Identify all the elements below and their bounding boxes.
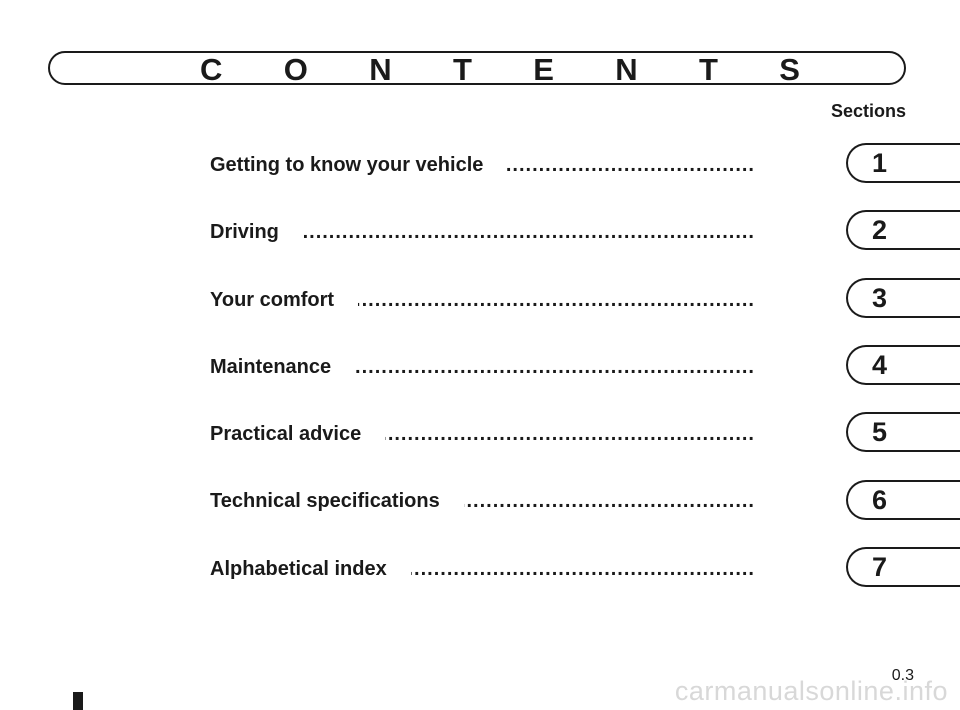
toc-entry-label: Driving — [210, 221, 279, 244]
title-letter: E — [533, 52, 554, 87]
section-tab-number: 7 — [872, 552, 888, 582]
toc-list: Getting to know your vehicle ...........… — [210, 152, 755, 623]
toc-entry-label: Maintenance — [210, 355, 332, 378]
toc-entry-maintenance[interactable]: Maintenance ............................… — [210, 354, 755, 421]
section-tab-number: 2 — [872, 215, 888, 245]
section-tab-number: 6 — [872, 485, 888, 515]
toc-entry-alphabetical-index[interactable]: Alphabetical index .....................… — [210, 556, 755, 623]
contents-title-bar — [48, 51, 906, 85]
title-letter: O — [283, 52, 308, 87]
section-tab-1[interactable]: 1 — [846, 143, 960, 183]
section-tab-4[interactable]: 4 — [846, 345, 960, 385]
section-tab-number: 3 — [872, 283, 888, 313]
section-tab-2[interactable]: 2 — [846, 210, 960, 250]
title-letter: N — [369, 52, 392, 87]
section-tab-7[interactable]: 7 — [846, 547, 960, 587]
toc-entry-label: Technical specifications — [210, 490, 440, 513]
page-number: 0.3 — [891, 667, 914, 684]
toc-entry-label: Practical advice — [210, 423, 362, 446]
toc-entry-label: Your comfort — [210, 288, 335, 311]
toc-leader-dots: ........................................… — [507, 154, 755, 176]
watermark: carmanualsonline.info — [674, 676, 948, 706]
toc-leader-dots: ........................................… — [355, 355, 755, 378]
contents-title: C O N T E N T S — [200, 52, 800, 88]
section-tab-6[interactable]: 6 — [846, 480, 960, 520]
section-tab-3[interactable]: 3 — [846, 278, 960, 318]
toc-entry-getting-to-know[interactable]: Getting to know your vehicle ...........… — [210, 152, 755, 219]
title-letter: S — [779, 52, 800, 87]
toc-leader-dots: ........................................… — [358, 288, 755, 311]
toc-leader-dots: ........................................… — [411, 557, 755, 580]
toc-leader-dots: ........................................… — [302, 221, 755, 244]
toc-leader-dots: ........................................… — [464, 490, 755, 513]
toc-entry-driving[interactable]: Driving ................................… — [210, 219, 755, 286]
sections-label: Sections — [830, 101, 906, 121]
toc-entry-practical-advice[interactable]: Practical advice .......................… — [210, 421, 755, 488]
title-letter: T — [452, 52, 472, 87]
title-letter: T — [698, 52, 718, 87]
toc-entry-label: Getting to know your vehicle — [210, 154, 484, 176]
title-letter: N — [615, 52, 638, 87]
toc-leader-dots: ........................................… — [385, 423, 755, 446]
section-tab-number: 4 — [872, 350, 888, 380]
title-letter: C — [200, 52, 223, 87]
toc-entry-your-comfort[interactable]: Your comfort ...........................… — [210, 287, 755, 354]
section-tab-number: 5 — [872, 417, 888, 447]
toc-entry-label: Alphabetical index — [210, 557, 387, 580]
section-tab-5[interactable]: 5 — [846, 412, 960, 452]
toc-entry-technical-specifications[interactable]: Technical specifications ...............… — [210, 488, 755, 555]
margin-mark — [73, 692, 83, 710]
section-tab-number: 1 — [872, 148, 888, 178]
